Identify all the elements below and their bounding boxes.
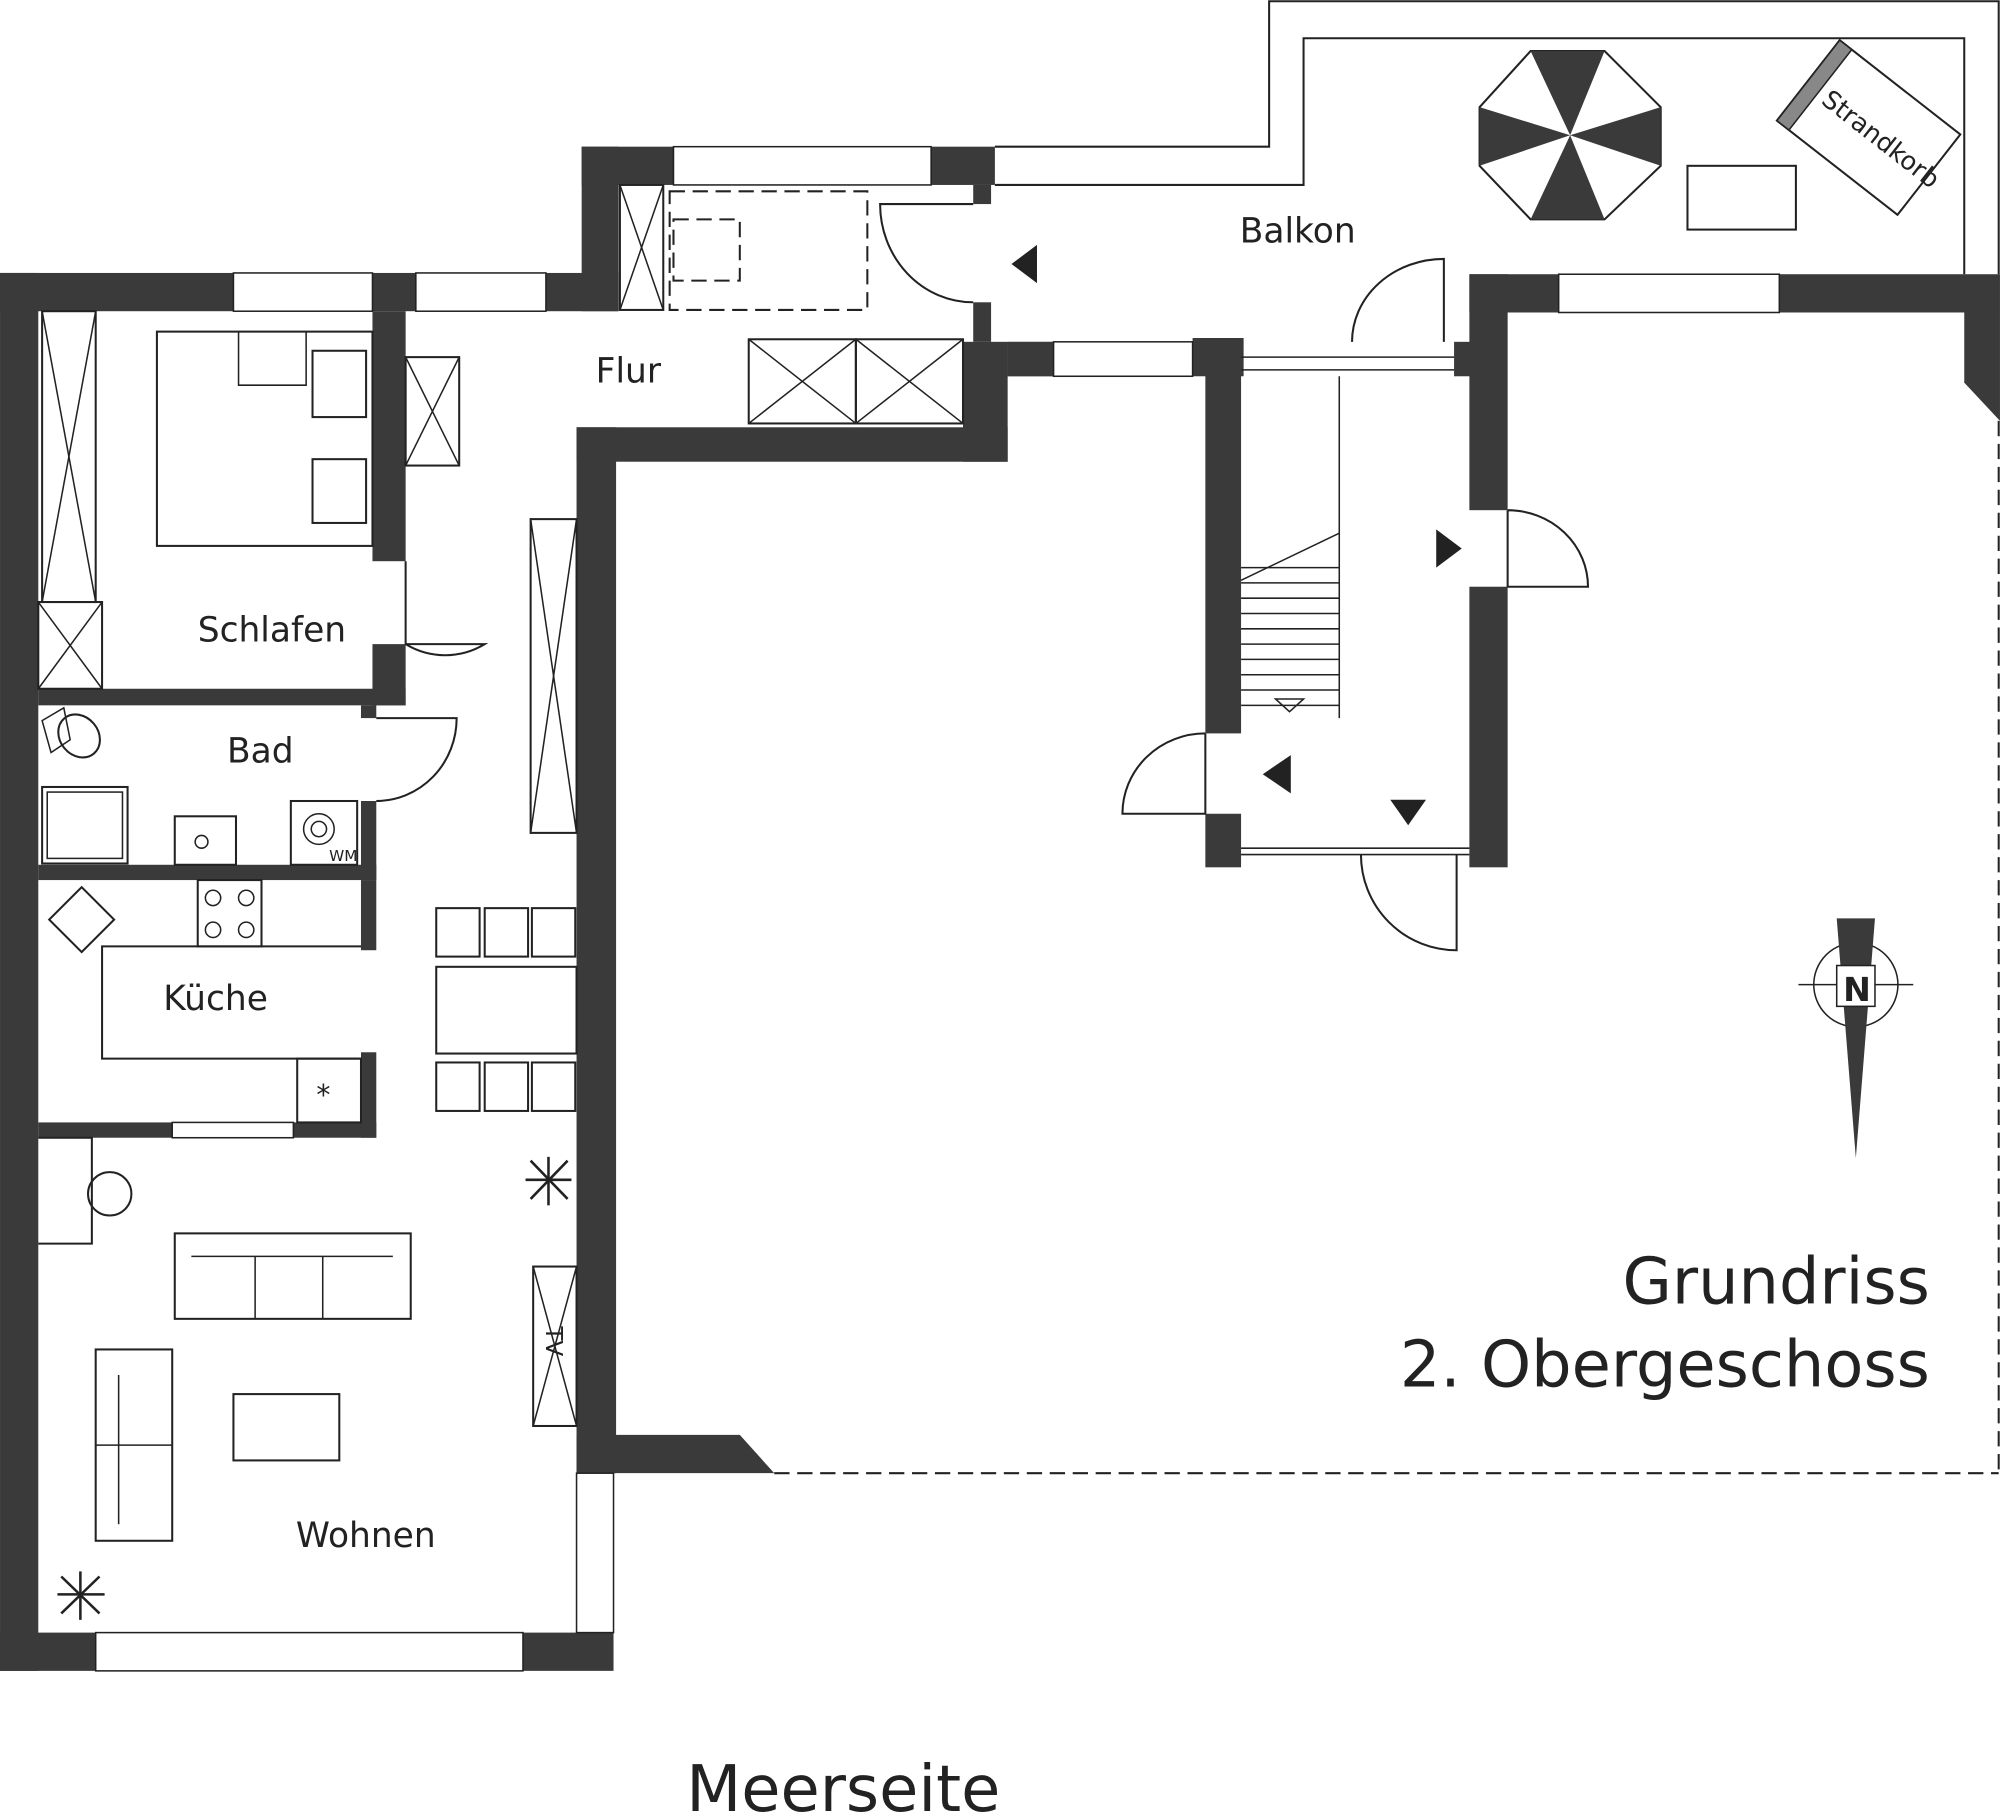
room-label-flur: Flur	[596, 352, 662, 392]
kitchen-furniture: *	[47, 879, 363, 1124]
north-arrow-icon: N	[1798, 918, 1914, 1159]
bathroom-fixtures: WM	[41, 706, 359, 866]
plant-icon	[57, 1571, 105, 1620]
room-label-wohnen: Wohnen	[296, 1516, 436, 1556]
staircase	[1240, 376, 1341, 719]
north-label: N	[1843, 970, 1871, 1009]
direction-arrows	[1011, 244, 1462, 826]
terrace-boundary	[774, 420, 2000, 1475]
balcony-outline	[994, 0, 2000, 275]
parasol-icon	[1478, 49, 1662, 221]
strandkorb: Strandkorb	[1775, 38, 1962, 217]
washing-machine-label: WM	[329, 847, 357, 865]
bedroom-furniture	[37, 310, 374, 690]
living-furniture: TV	[38, 1136, 578, 1620]
balcony-table	[1686, 164, 1797, 231]
flur-furniture	[404, 183, 965, 834]
strandkorb-label: Strandkorb	[1816, 84, 1945, 194]
sink-symbol: *	[316, 1079, 330, 1112]
title-line2: 2. Obergeschoss	[1400, 1328, 1930, 1402]
tv-label: TV	[540, 1325, 566, 1356]
room-label-bad: Bad	[227, 732, 294, 772]
room-label-balkon: Balkon	[1240, 211, 1356, 251]
dining-furniture	[435, 907, 578, 1112]
plant-icon	[525, 1156, 572, 1206]
windows	[94, 145, 1781, 1672]
walls	[0, 146, 2000, 1671]
title-line1: Grundriss	[1623, 1246, 1930, 1320]
orientation-label: Meerseite	[686, 1753, 1000, 1815]
doors[interactable]	[376, 203, 1590, 952]
room-label-kueche: Küche	[163, 979, 268, 1019]
room-label-schlafen: Schlafen	[198, 611, 346, 651]
